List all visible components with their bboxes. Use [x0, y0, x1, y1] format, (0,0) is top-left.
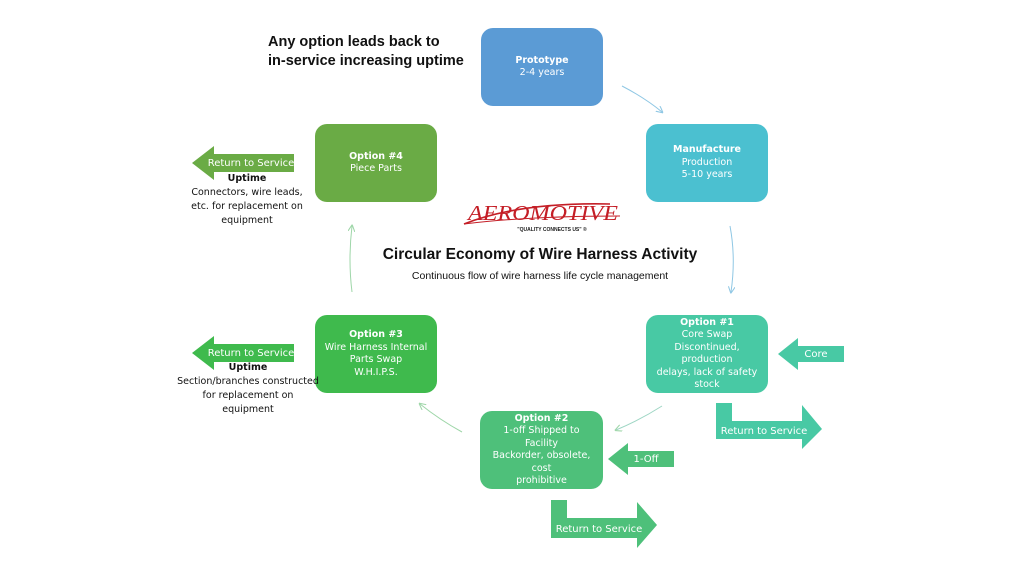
option2-line: prohibitive — [516, 475, 567, 486]
manufacture-line: 5-10 years — [681, 169, 733, 181]
heading-line-2: in-service increasing uptime — [268, 53, 464, 69]
aeromotive-logo: AEROMOTIVE "QUALITY CONNECTS US" ® — [463, 201, 621, 233]
diagram-title: Circular Economy of Wire Harness Activit… — [382, 246, 698, 263]
manufacture-title: Manufacture — [673, 144, 741, 156]
option3-uptime-note: Uptime Section/branches constructed for … — [176, 361, 320, 417]
one-off-arrow — [608, 443, 674, 475]
logo-tagline: "QUALITY CONNECTS US" ® — [517, 226, 587, 233]
prototype-line: 2-4 years — [519, 67, 565, 78]
option2-title: Option #2 — [514, 412, 569, 424]
option3-box: Option #3 Wire Harness Internal Parts Sw… — [315, 315, 437, 393]
option1-line: Discontinued, production — [674, 341, 740, 366]
option4-uptime-note: Uptime Connectors, wire leads, etc. for … — [186, 172, 308, 228]
option4-uptime-title: Uptime — [227, 173, 267, 184]
return-service-arrow-option2 — [551, 500, 657, 548]
return-service-arrow-option4 — [192, 146, 294, 180]
return-service-arrow-option3 — [192, 336, 294, 370]
option1-title: Option #1 — [680, 316, 734, 328]
option2-line: Backorder, obsolete, cost — [492, 450, 591, 474]
option1-line: delays, lack of safety stock — [656, 366, 758, 391]
prototype-box: Prototype 2-4 years — [481, 28, 603, 106]
option1-box: Option #1 Core Swap Discontinued, produc… — [646, 315, 768, 393]
option3-uptime-line: for replacement on — [202, 390, 294, 401]
cycle-heading: Any option leads back to in-service incr… — [268, 33, 498, 71]
manufacture-line: Production — [681, 156, 733, 168]
connector-option2-option3 — [420, 404, 463, 433]
option3-uptime-line: Section/branches constructed — [177, 376, 319, 387]
option4-uptime-line: etc. for replacement on — [191, 201, 303, 212]
return-service-arrow-option1 — [716, 403, 822, 449]
option3-line: Wire Harness Internal — [324, 341, 428, 353]
option4-uptime-line: Connectors, wire leads, — [191, 187, 303, 198]
option2-box: Option #2 1-off Shipped to Facility Back… — [480, 411, 603, 489]
option3-line: W.H.I.P.S. — [354, 366, 398, 378]
connector-manufacture-option1 — [730, 225, 733, 292]
heading-line-1: Any option leads back to — [268, 34, 440, 50]
option4-title: Option #4 — [349, 150, 403, 162]
option4-box: Option #4 Piece Parts — [315, 124, 437, 202]
core-arrow — [778, 338, 844, 370]
option2-line: 1-off Shipped to Facility — [503, 425, 580, 449]
option4-line: Piece Parts — [350, 163, 402, 174]
option3-title: Option #3 — [349, 329, 403, 340]
connector-option3-option4 — [350, 226, 352, 293]
logo-brand: AEROMOTIVE — [466, 201, 618, 225]
option3-uptime-title: Uptime — [228, 362, 268, 373]
manufacture-box: Manufacture Production 5-10 years — [646, 124, 768, 202]
option3-uptime-line: equipment — [222, 404, 274, 415]
connector-option1-option2 — [616, 405, 663, 430]
option3-line: Parts Swap — [349, 354, 403, 365]
diagram-subtitle: Continuous flow of wire harness life cyc… — [411, 270, 669, 282]
connector-prototype-manufacture — [621, 85, 662, 112]
option1-line: Core Swap — [681, 329, 733, 340]
prototype-title: Prototype — [515, 54, 569, 66]
option4-uptime-line: equipment — [221, 215, 273, 226]
